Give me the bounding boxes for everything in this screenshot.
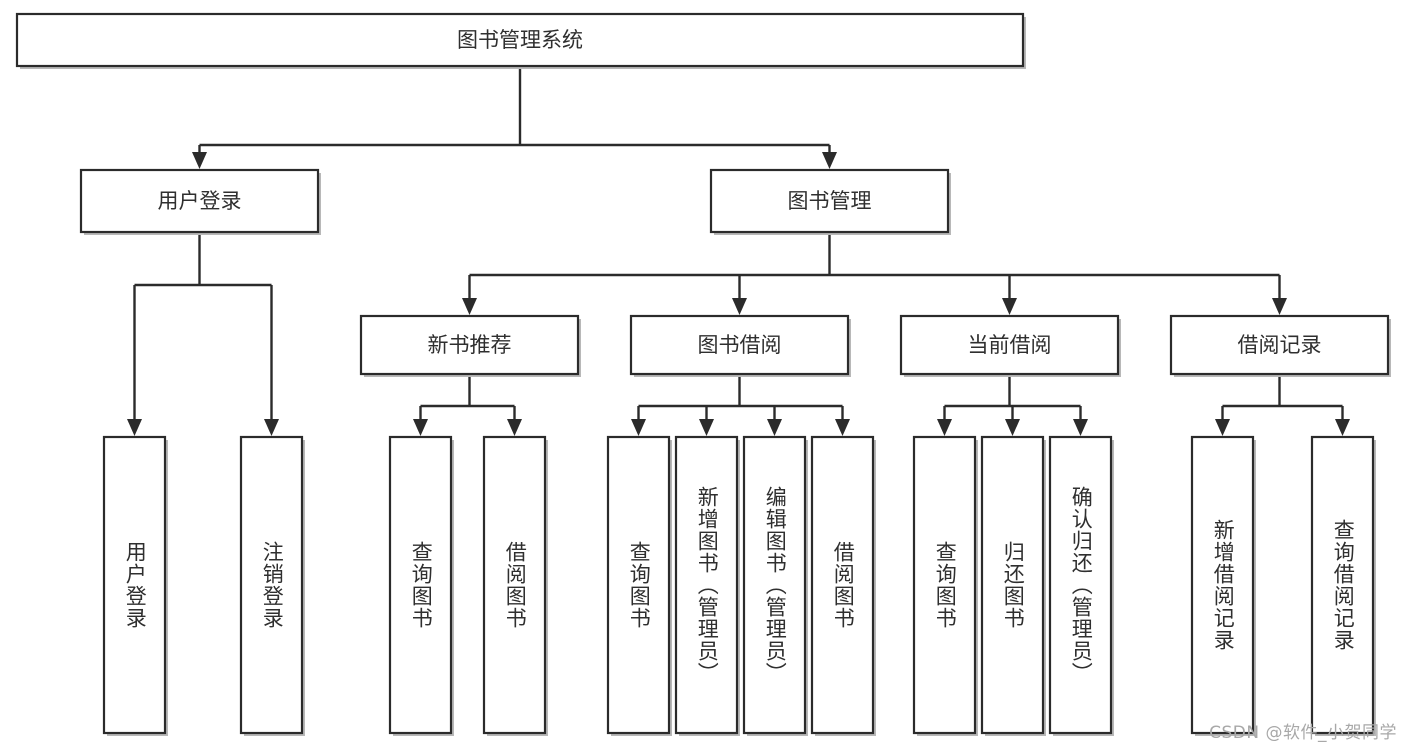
node-box-l_query_record[interactable] <box>1310 435 1375 735</box>
node-box-root[interactable] <box>15 12 1025 68</box>
connector-group <box>631 374 850 436</box>
node-label-root: 图书管理系统 <box>457 28 583 52</box>
arrow-head-icon <box>1335 419 1350 436</box>
node-box-l_borrow_book_2[interactable] <box>810 435 875 735</box>
connector-group <box>937 374 1088 436</box>
node-label-n_records: 借阅记录 <box>1238 333 1322 357</box>
node-box-l_return_book[interactable] <box>980 435 1045 735</box>
arrow-head-icon <box>822 152 837 169</box>
node-box-n_records[interactable] <box>1169 314 1390 376</box>
node-box-l_user_login[interactable] <box>102 435 167 735</box>
connector-layer <box>127 66 1350 436</box>
arrow-head-icon <box>699 419 714 436</box>
node-box-n_current[interactable] <box>899 314 1120 376</box>
node-box-l_edit_book[interactable] <box>742 435 807 735</box>
arrow-head-icon <box>1272 298 1287 315</box>
arrow-head-icon <box>1002 298 1017 315</box>
node-label-n_user_login: 用户登录 <box>158 189 242 213</box>
arrow-head-icon <box>1005 419 1020 436</box>
node-box-n_book_manage[interactable] <box>709 168 950 234</box>
arrow-head-icon <box>767 419 782 436</box>
arrow-head-icon <box>1073 419 1088 436</box>
node-box-l_query_book_2[interactable] <box>606 435 671 735</box>
arrow-head-icon <box>835 419 850 436</box>
connector-group <box>462 232 1287 315</box>
connector-group <box>127 232 279 436</box>
node-box-layer <box>15 12 1391 736</box>
node-box-n_new_rec[interactable] <box>359 314 580 376</box>
arrow-head-icon <box>937 419 952 436</box>
node-box-l_borrow_book_1[interactable] <box>482 435 547 735</box>
arrow-head-icon <box>192 152 207 169</box>
node-label-n_new_rec: 新书推荐 <box>428 333 512 357</box>
arrow-head-icon <box>1215 419 1230 436</box>
connector-group <box>1215 374 1350 436</box>
node-box-l_user_logout[interactable] <box>239 435 304 735</box>
arrow-head-icon <box>462 298 477 315</box>
node-box-l_query_book_1[interactable] <box>388 435 453 735</box>
node-box-l_add_book[interactable] <box>674 435 739 735</box>
arrow-head-icon <box>507 419 522 436</box>
arrow-head-icon <box>264 419 279 436</box>
node-box-n_user_login[interactable] <box>79 168 320 234</box>
node-box-l_query_book_3[interactable] <box>912 435 977 735</box>
watermark-text: CSDN @软件_小贺同学 <box>1209 723 1397 743</box>
arrow-head-icon <box>127 419 142 436</box>
node-label-n_book_manage: 图书管理 <box>788 189 872 213</box>
node-label-n_current: 当前借阅 <box>968 333 1052 357</box>
connector-group <box>413 374 522 436</box>
node-box-l_confirm_return[interactable] <box>1048 435 1113 735</box>
node-box-l_add_record[interactable] <box>1190 435 1255 735</box>
node-box-n_borrow[interactable] <box>629 314 850 376</box>
arrow-head-icon <box>732 298 747 315</box>
arrow-head-icon <box>631 419 646 436</box>
arrow-head-icon <box>413 419 428 436</box>
connector-group <box>192 66 837 169</box>
node-label-n_borrow: 图书借阅 <box>698 333 782 357</box>
